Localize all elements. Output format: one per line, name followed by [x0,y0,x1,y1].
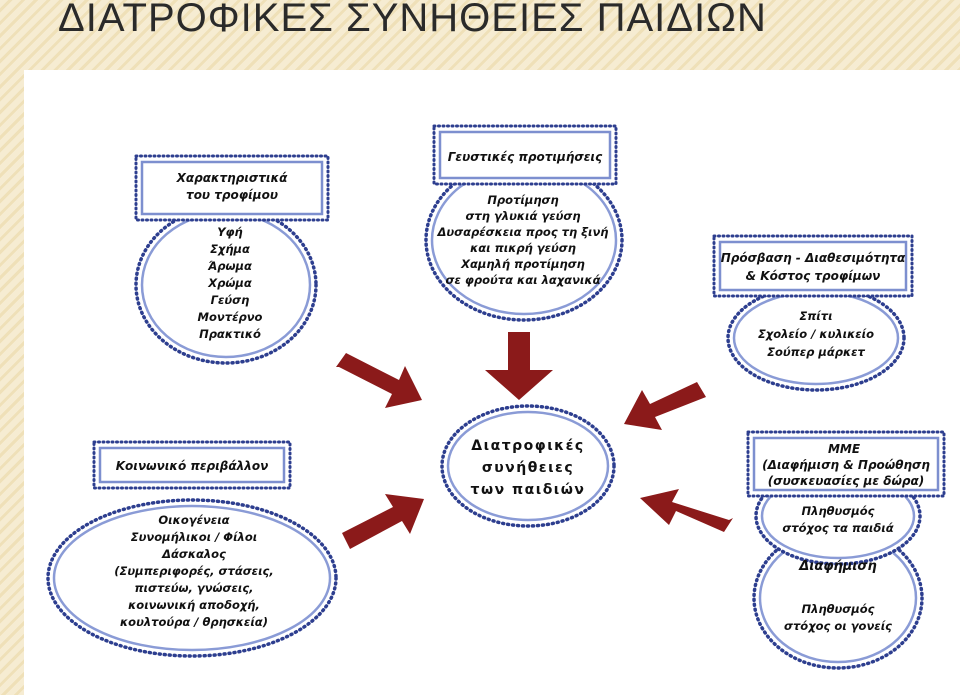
access-item: Σούπερ μάρκετ [767,345,865,359]
media-group: ΜΜΕ (Διαφήμιση & Προώθηση (συσκευασίες μ… [746,430,946,670]
social-item: (Συμπεριφορές, στάσεις, [114,564,274,578]
access-item: Σχολείο / κυλικείο [758,327,874,341]
media-target-children-2: στόχος τα παιδιά [782,521,893,535]
taste-item: Προτίμηση [487,193,558,207]
social-environment-group: Κοινωνικό περιβάλλον Οικογένεια Συνομήλι… [46,440,338,658]
center-line-2: συνήθειες [482,460,574,476]
media-header-1: ΜΜΕ [828,442,861,456]
social-environment-box [92,440,292,490]
taste-preferences-group: Γευστικές προτιμήσεις Προτίμηση στη γλυκ… [424,124,624,322]
taste-item: Δυσαρέσκεια προς τη ξινή [437,225,609,239]
social-item: κουλτούρα / θρησκεία) [120,615,268,629]
arrow-from-food-characteristics [336,353,422,408]
taste-item: Χαμηλή προτίμηση [460,257,585,271]
taste-item: στη γλυκιά γεύση [465,209,580,223]
food-characteristics-header-2: του τροφίμου [186,188,278,202]
access-group: Πρόσβαση - Διαθεσιμότητα & Κόστος τροφίμ… [712,234,914,392]
center-line-1: Διατροφικές [471,438,584,454]
food-item: Άρωμα [207,259,252,273]
center-line-3: των παιδιών [471,482,586,498]
access-header-2: & Κόστος τροφίμων [746,269,881,283]
social-item: Δάσκαλος [161,547,226,561]
social-item: κοινωνική αποδοχή, [128,598,260,612]
food-item: Υφή [217,225,243,239]
taste-item: και πικρή γεύση [470,241,576,255]
media-target-children-1: Πληθυσμός [802,504,875,518]
media-advertising: Διαφήμιση [798,559,877,574]
arrow-from-media [640,489,733,532]
media-header-2: (Διαφήμιση & Προώθηση [762,458,930,472]
food-item: Σχήμα [210,242,250,256]
arrow-from-access [624,382,706,430]
food-item: Πρακτικό [199,327,261,341]
media-target-parents-1: Πληθυσμός [802,602,875,616]
arrow-from-taste-preferences [485,332,553,400]
food-item: Χρώμα [207,276,252,290]
media-parents-ellipse [752,526,924,670]
food-characteristics-box [134,154,330,222]
arrow-from-social-environment [342,494,424,549]
food-item: Γεύση [211,293,250,307]
social-item: πιστεύω, γνώσεις, [134,581,253,595]
center-ellipse [440,404,616,528]
access-item: Σπίτι [799,309,832,323]
taste-preferences-header: Γευστικές προτιμήσεις [448,150,603,164]
diagram-canvas: Χαρακτηριστικά του τροφίμου Υφή Σχήμα Άρ… [24,70,960,695]
taste-item: σε φρούτα και λαχανικά [446,273,601,287]
taste-preferences-box [432,124,618,186]
center-group: Διατροφικές συνήθειες των παιδιών [440,404,616,528]
diagram-svg: Χαρακτηριστικά του τροφίμου Υφή Σχήμα Άρ… [46,124,946,670]
access-header-1: Πρόσβαση - Διαθεσιμότητα [721,251,906,265]
page-title: ΔΙΑΤΡΟΦΙΚΕΣ ΣΥΝΗΘΕΙΕΣ ΠΑΙΔΙΩΝ [58,0,767,40]
social-item: Συνομήλικοι / Φίλοι [131,530,257,544]
media-box [746,430,946,498]
food-characteristics-group: Χαρακτηριστικά του τροφίμου Υφή Σχήμα Άρ… [134,154,330,365]
social-item: Οικογένεια [158,513,229,527]
social-environment-ellipse [46,498,338,658]
social-environment-header: Κοινωνικό περιβάλλον [116,459,269,473]
access-box [712,234,914,298]
media-header-3: (συσκευασίες με δώρα) [768,474,925,488]
food-characteristics-header-1: Χαρακτηριστικά [176,171,289,185]
food-item: Μοντέρνο [198,310,263,324]
media-target-parents-2: στόχος οι γονείς [784,619,892,633]
